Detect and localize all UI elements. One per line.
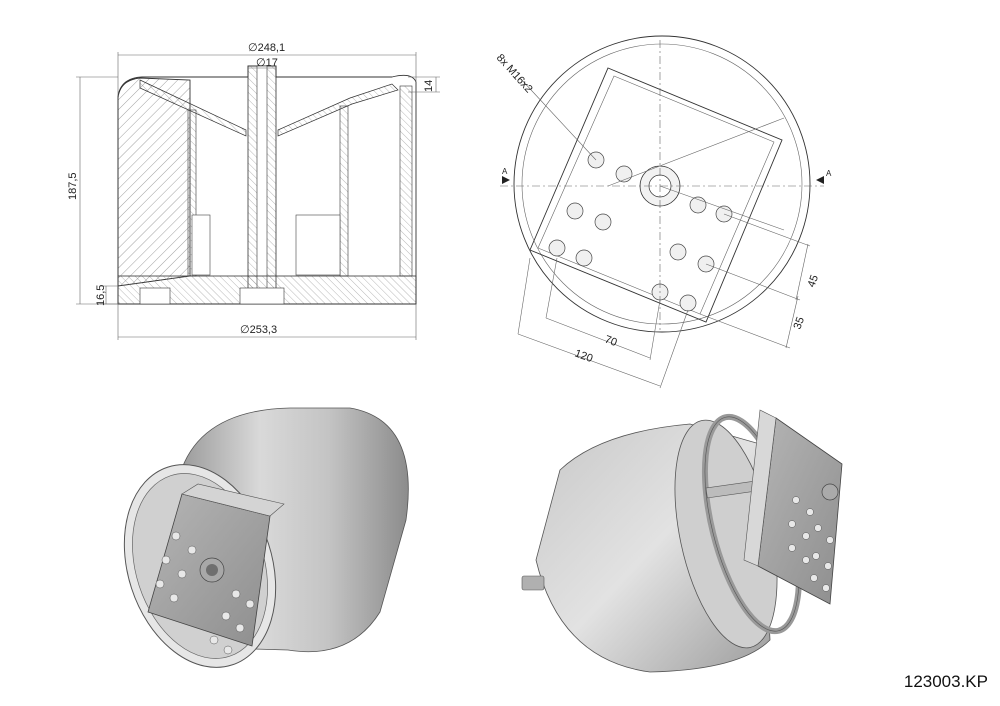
section-view: ∅248,1 ∅17 187,5 14 16,5 ∅253,3 [67,42,440,340]
end-view-plate [529,67,783,323]
end-view-bolt-holes [548,151,733,312]
hole-callout: 8x M16x2 [494,52,535,95]
bolt-hole [669,243,687,261]
section-rib-right [295,214,341,276]
dim-height: 187,5 [67,172,79,200]
section-outer-wall-right [399,85,413,277]
section-mark-left: A [502,167,508,176]
section-cone-right [277,83,399,137]
dim-45: 45 [806,273,821,289]
dim-bore: ∅17 [256,57,278,69]
dim-120: 120 [573,348,594,366]
section-base-slot [239,287,285,305]
dim-bottom-diameter: ∅253,3 [240,324,277,336]
section-base-pocket [139,287,171,305]
drawing-code: 123003.KP [903,672,988,691]
end-view-inner-circle [521,43,803,325]
end-view: 8x M16x2 A A 70 120 45 35 [494,35,832,389]
section-cone-left [139,79,247,137]
bolt-hole [575,249,593,267]
section-arrow-right [816,176,824,184]
section-mark-right: A [826,169,832,178]
shaft-nut [821,483,839,501]
section-inner-wall-right [339,105,349,277]
section-rib-left [191,214,211,276]
rear-shaft-stub [521,575,545,591]
section-bore [256,65,268,299]
bolt-hole [679,294,697,312]
dim-base: 16,5 [95,285,107,306]
section-arrow-left [502,176,510,184]
bolt-hole [566,202,584,220]
isometric-view-front [123,407,409,668]
section-wall-left [117,77,191,287]
isometric-view-exploded [521,409,843,673]
end-view-outer-circle [513,35,811,333]
dim-35: 35 [792,315,807,331]
bolt-hole [548,239,566,257]
dim-top-diameter: ∅248,1 [248,42,285,54]
dim-rim: 14 [423,80,435,92]
bolt-hole [594,213,612,231]
dim-70: 70 [603,334,619,349]
